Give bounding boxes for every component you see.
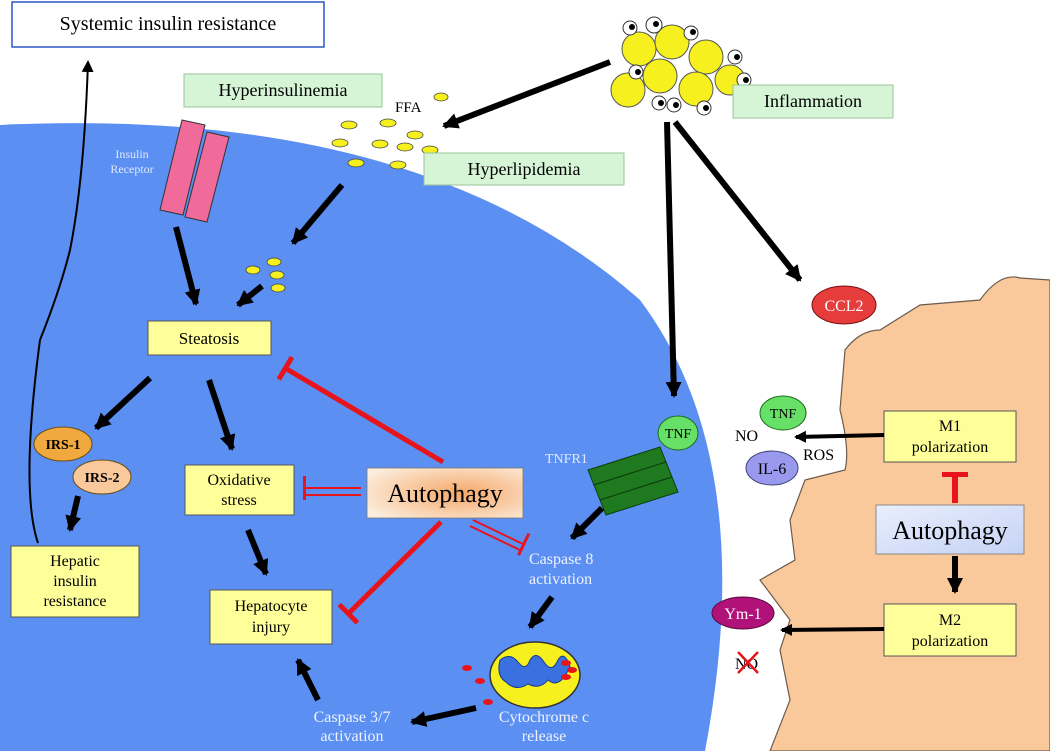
arrow-receptor-to-steatosis: [173, 226, 201, 306]
tnf-macrophage-node: [759, 395, 807, 431]
ros-label: ROS: [803, 447, 834, 464]
arrow-mito-to-caspase37: [410, 705, 477, 727]
oxidative-stress-box: [184, 464, 295, 516]
arrow-ffa-into-cell: [290, 183, 345, 245]
oxidative-label-2: stress: [221, 492, 257, 509]
m1-polarization-box: [883, 410, 1017, 463]
inflammation-box: [732, 84, 894, 119]
arrow-caspase8-to-mito: [527, 595, 555, 629]
m1-label-2: polarization: [912, 439, 988, 456]
ccl2-node: [811, 285, 877, 325]
arrow-adipose-to-ffa: [442, 59, 612, 129]
insulin-receptor-label-1: Insulin: [115, 147, 148, 161]
arrow-adipose-to-ccl2: [672, 120, 803, 282]
systemic-insulin-resistance-label: Systemic insulin resistance: [60, 13, 277, 35]
adipose-tissue-cluster: [610, 16, 752, 116]
hepatocyte-injury-label-1: Hepatocyte: [235, 598, 308, 615]
arrow-tnfr1-to-caspase8: [569, 505, 605, 541]
m2-label-2: polarization: [912, 633, 988, 650]
il6-node: [745, 450, 799, 486]
arrow-oxidative-to-injury: [245, 528, 269, 576]
arrow-hepatic-to-systemic: [28, 60, 94, 544]
ym1-node: [711, 596, 775, 630]
insulin-receptor-label-2: Receptor: [110, 162, 153, 176]
inhibition-lines: [276, 355, 968, 625]
tnf-macrophage-label: TNF: [770, 407, 797, 422]
caspase8-label-1: Caspase 8: [529, 551, 593, 568]
steatosis-box: [147, 320, 272, 356]
oxidative-label-1: Oxidative: [207, 472, 270, 489]
systemic-insulin-resistance-box: [11, 1, 325, 48]
caspase37-label-1: Caspase 3/7: [314, 709, 391, 726]
hepatocyte-injury-box: [209, 589, 333, 645]
inhibit-autophagy-caspase8-a: [472, 519, 531, 556]
hepatocyte-injury-label-2: injury: [252, 619, 290, 636]
tnfr1-label: TNFR1: [545, 452, 588, 467]
arrow-m1-to-cytokines: [794, 430, 885, 443]
irs2-node: [72, 459, 132, 495]
tnf-liver-label: TNF: [665, 427, 692, 442]
autophagy-macrophage-label: Autophagy: [892, 516, 1008, 545]
m1-label-1: M1: [939, 418, 961, 435]
tnf-liver-node: [657, 415, 699, 451]
hyperlipidemia-box: [423, 152, 625, 186]
m2-label-1: M2: [939, 612, 961, 629]
caspase8-label-2: activation: [529, 571, 592, 588]
activation-arrows: [28, 59, 963, 727]
autophagy-hepatocyte-box: [366, 467, 524, 519]
il6-label: IL-6: [758, 461, 786, 478]
irs2-label: IRS-2: [84, 471, 119, 486]
caspase37-label-2: activation: [320, 728, 383, 745]
arrow-droplets-to-steatosis: [236, 283, 264, 308]
arrow-irs-to-hepatic: [65, 495, 81, 532]
hyperinsulinemia-label: Hyperinsulinemia: [219, 80, 348, 100]
irs1-label: IRS-1: [45, 438, 80, 453]
hepatic-insulin-resistance-box: [10, 545, 140, 618]
hepatic-label-3: resistance: [43, 593, 106, 610]
irs1-node: [33, 426, 93, 462]
hyperlipidemia-label: Hyperlipidemia: [468, 159, 581, 179]
arrow-steatosis-to-oxidative: [206, 379, 236, 451]
ccl2-label: CCL2: [824, 298, 863, 315]
inhibit-autophagy-steatosis: [276, 355, 445, 465]
tnfr1-receptor: [587, 446, 679, 516]
steatosis-label: Steatosis: [179, 329, 239, 348]
arrow-adipose-to-tnf: [664, 121, 682, 398]
hyperinsulinemia-box: [183, 73, 383, 108]
autophagy-hepatocyte-label: Autophagy: [387, 479, 503, 508]
arrow-caspase37-to-injury: [295, 658, 321, 702]
arrow-m2-to-ym1: [780, 623, 885, 636]
ffa-label: FFA: [395, 100, 422, 116]
autophagy-macrophage-box: [875, 504, 1025, 555]
mitochondrion: [489, 641, 581, 709]
cytochrome-label-1: Cytochrome c: [499, 709, 589, 726]
inflammation-label: Inflammation: [764, 91, 862, 111]
cytochrome-label-2: release: [522, 728, 566, 745]
hepatic-label-1: Hepatic: [50, 553, 100, 570]
insulin-receptor: [159, 119, 230, 223]
inhibit-autophagy-caspase8-b: [469, 525, 523, 552]
arrow-steatosis-to-irs: [93, 375, 153, 431]
no-m1-label: NO: [735, 428, 758, 445]
hepatic-label-2: insulin: [53, 573, 97, 590]
cytochrome-c-dots: [462, 660, 577, 705]
ffa-droplets: [331, 92, 449, 170]
inhibit-autophagy-injury: [337, 520, 443, 625]
m2-polarization-box: [883, 603, 1017, 657]
intracellular-ffa-droplets: [245, 257, 286, 293]
no-m2-crossed-icon: [737, 651, 759, 674]
hepatocyte-cell: [0, 123, 723, 752]
ym1-label: Ym-1: [724, 606, 761, 623]
